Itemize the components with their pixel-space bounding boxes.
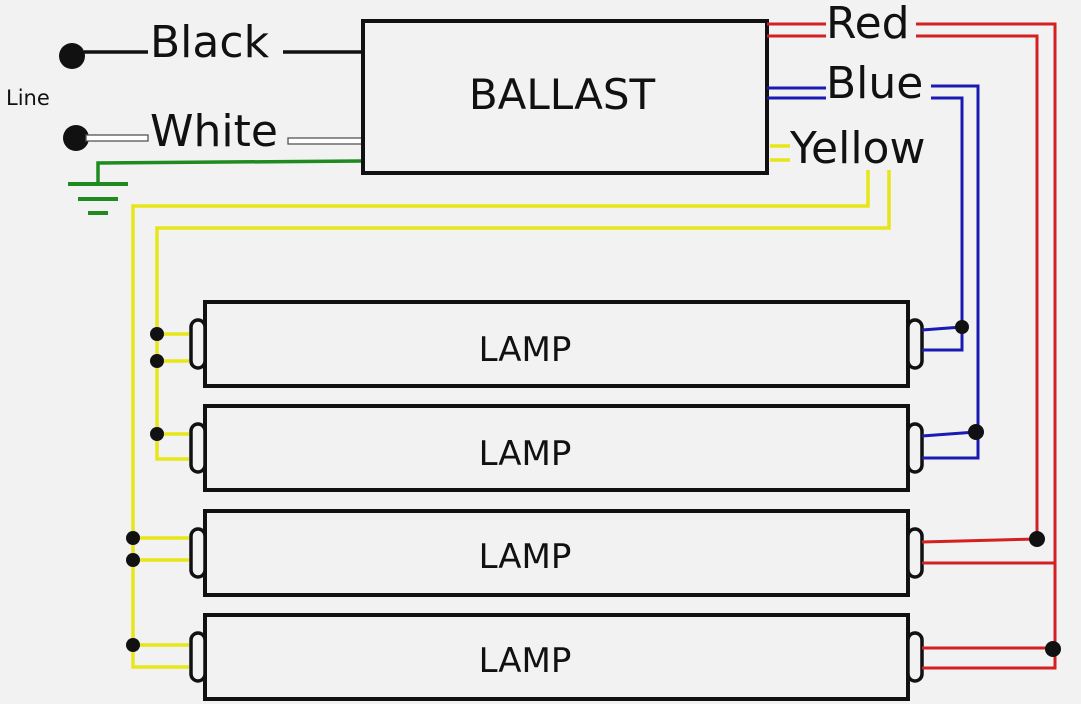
lamp-3-label: LAMP [479, 537, 572, 577]
lamp-4-left-cap [189, 631, 207, 683]
red-label: Red [826, 0, 910, 49]
lamp-3-left-cap [189, 527, 207, 579]
blue-label: Blue [826, 58, 923, 109]
blue-wires [767, 84, 980, 460]
lamp-1-right-cap [906, 318, 924, 370]
white-wire-right [287, 137, 363, 145]
lamp-2-right-cap [906, 422, 924, 474]
junction-dots [126, 320, 1061, 657]
yellow-wires [131, 144, 891, 669]
lamp-1-left-cap [189, 318, 207, 370]
line-label: Line [6, 86, 50, 110]
ballast-label: BALLAST [469, 70, 656, 119]
yellow-label: Yellow [789, 123, 925, 174]
white-wire-left [85, 134, 149, 142]
lamp-3: LAMP [189, 509, 924, 597]
lamp-4-right-cap [906, 631, 924, 683]
lamp-2-label: LAMP [479, 434, 572, 474]
ground-symbol [68, 182, 128, 215]
lamp-2-left-cap [189, 422, 207, 474]
lamp-1: LAMP [189, 300, 924, 388]
line-hot-terminal [59, 43, 85, 69]
red-wires [767, 22, 1057, 670]
ground-wire [96, 159, 363, 183]
black-label: Black [150, 17, 270, 68]
line-neutral-terminal [63, 125, 89, 151]
lamp-2: LAMP [189, 404, 924, 492]
line-input [59, 43, 363, 215]
ballast-box [361, 19, 769, 175]
lamp-1-label: LAMP [479, 330, 572, 370]
lamp-4-label: LAMP [479, 641, 572, 681]
lamp-3-right-cap [906, 527, 924, 579]
white-label: White [150, 106, 278, 157]
lamp-4: LAMP [189, 613, 924, 701]
